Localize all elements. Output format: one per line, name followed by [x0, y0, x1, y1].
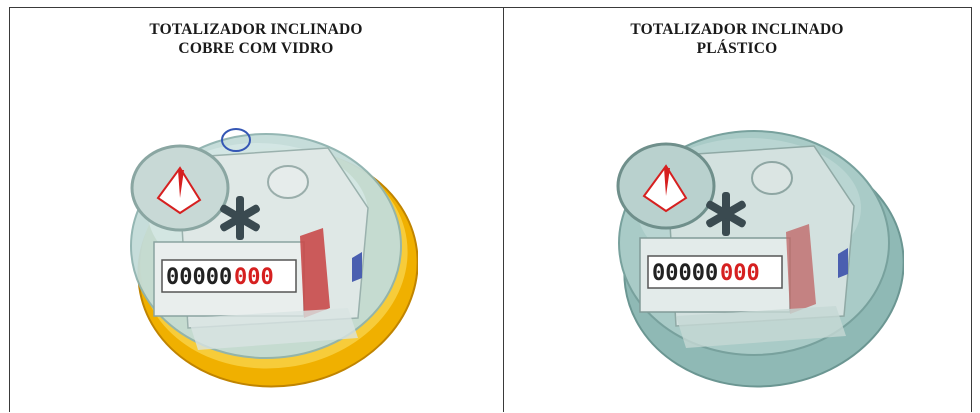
panel-copper-glass: TOTALIZADOR INCLINADO COBRE COM VIDRO [10, 8, 502, 412]
copper-glass-register-image: 00000 000 [118, 118, 418, 398]
blue-ring-marker [221, 128, 251, 152]
comparison-table [9, 7, 971, 413]
caption-line-1: TOTALIZADOR INCLINADO [149, 21, 363, 38]
register-red-digits: 000 [720, 261, 760, 286]
caption-line-2: PLÁSTICO [696, 40, 778, 57]
table-border-left [9, 7, 10, 412]
panel-caption: TOTALIZADOR INCLINADO PLÁSTICO [504, 20, 970, 58]
plastic-register-image: 00000 000 [604, 108, 904, 398]
panel-plastic: TOTALIZADOR INCLINADO PLÁSTICO [504, 8, 970, 412]
caption-line-1: TOTALIZADOR INCLINADO [630, 21, 844, 38]
register-black-digits: 00000 [166, 265, 232, 290]
register-window [647, 255, 783, 289]
caption-line-2: COBRE COM VIDRO [178, 40, 334, 57]
star-pointer-icon [220, 196, 260, 240]
table-divider [503, 7, 504, 412]
register-window [161, 259, 297, 293]
register-red-digits: 000 [234, 265, 274, 290]
star-pointer-icon [706, 192, 746, 236]
register-black-digits: 00000 [652, 261, 718, 286]
panel-caption: TOTALIZADOR INCLINADO COBRE COM VIDRO [10, 20, 502, 58]
table-border-right [971, 7, 972, 412]
